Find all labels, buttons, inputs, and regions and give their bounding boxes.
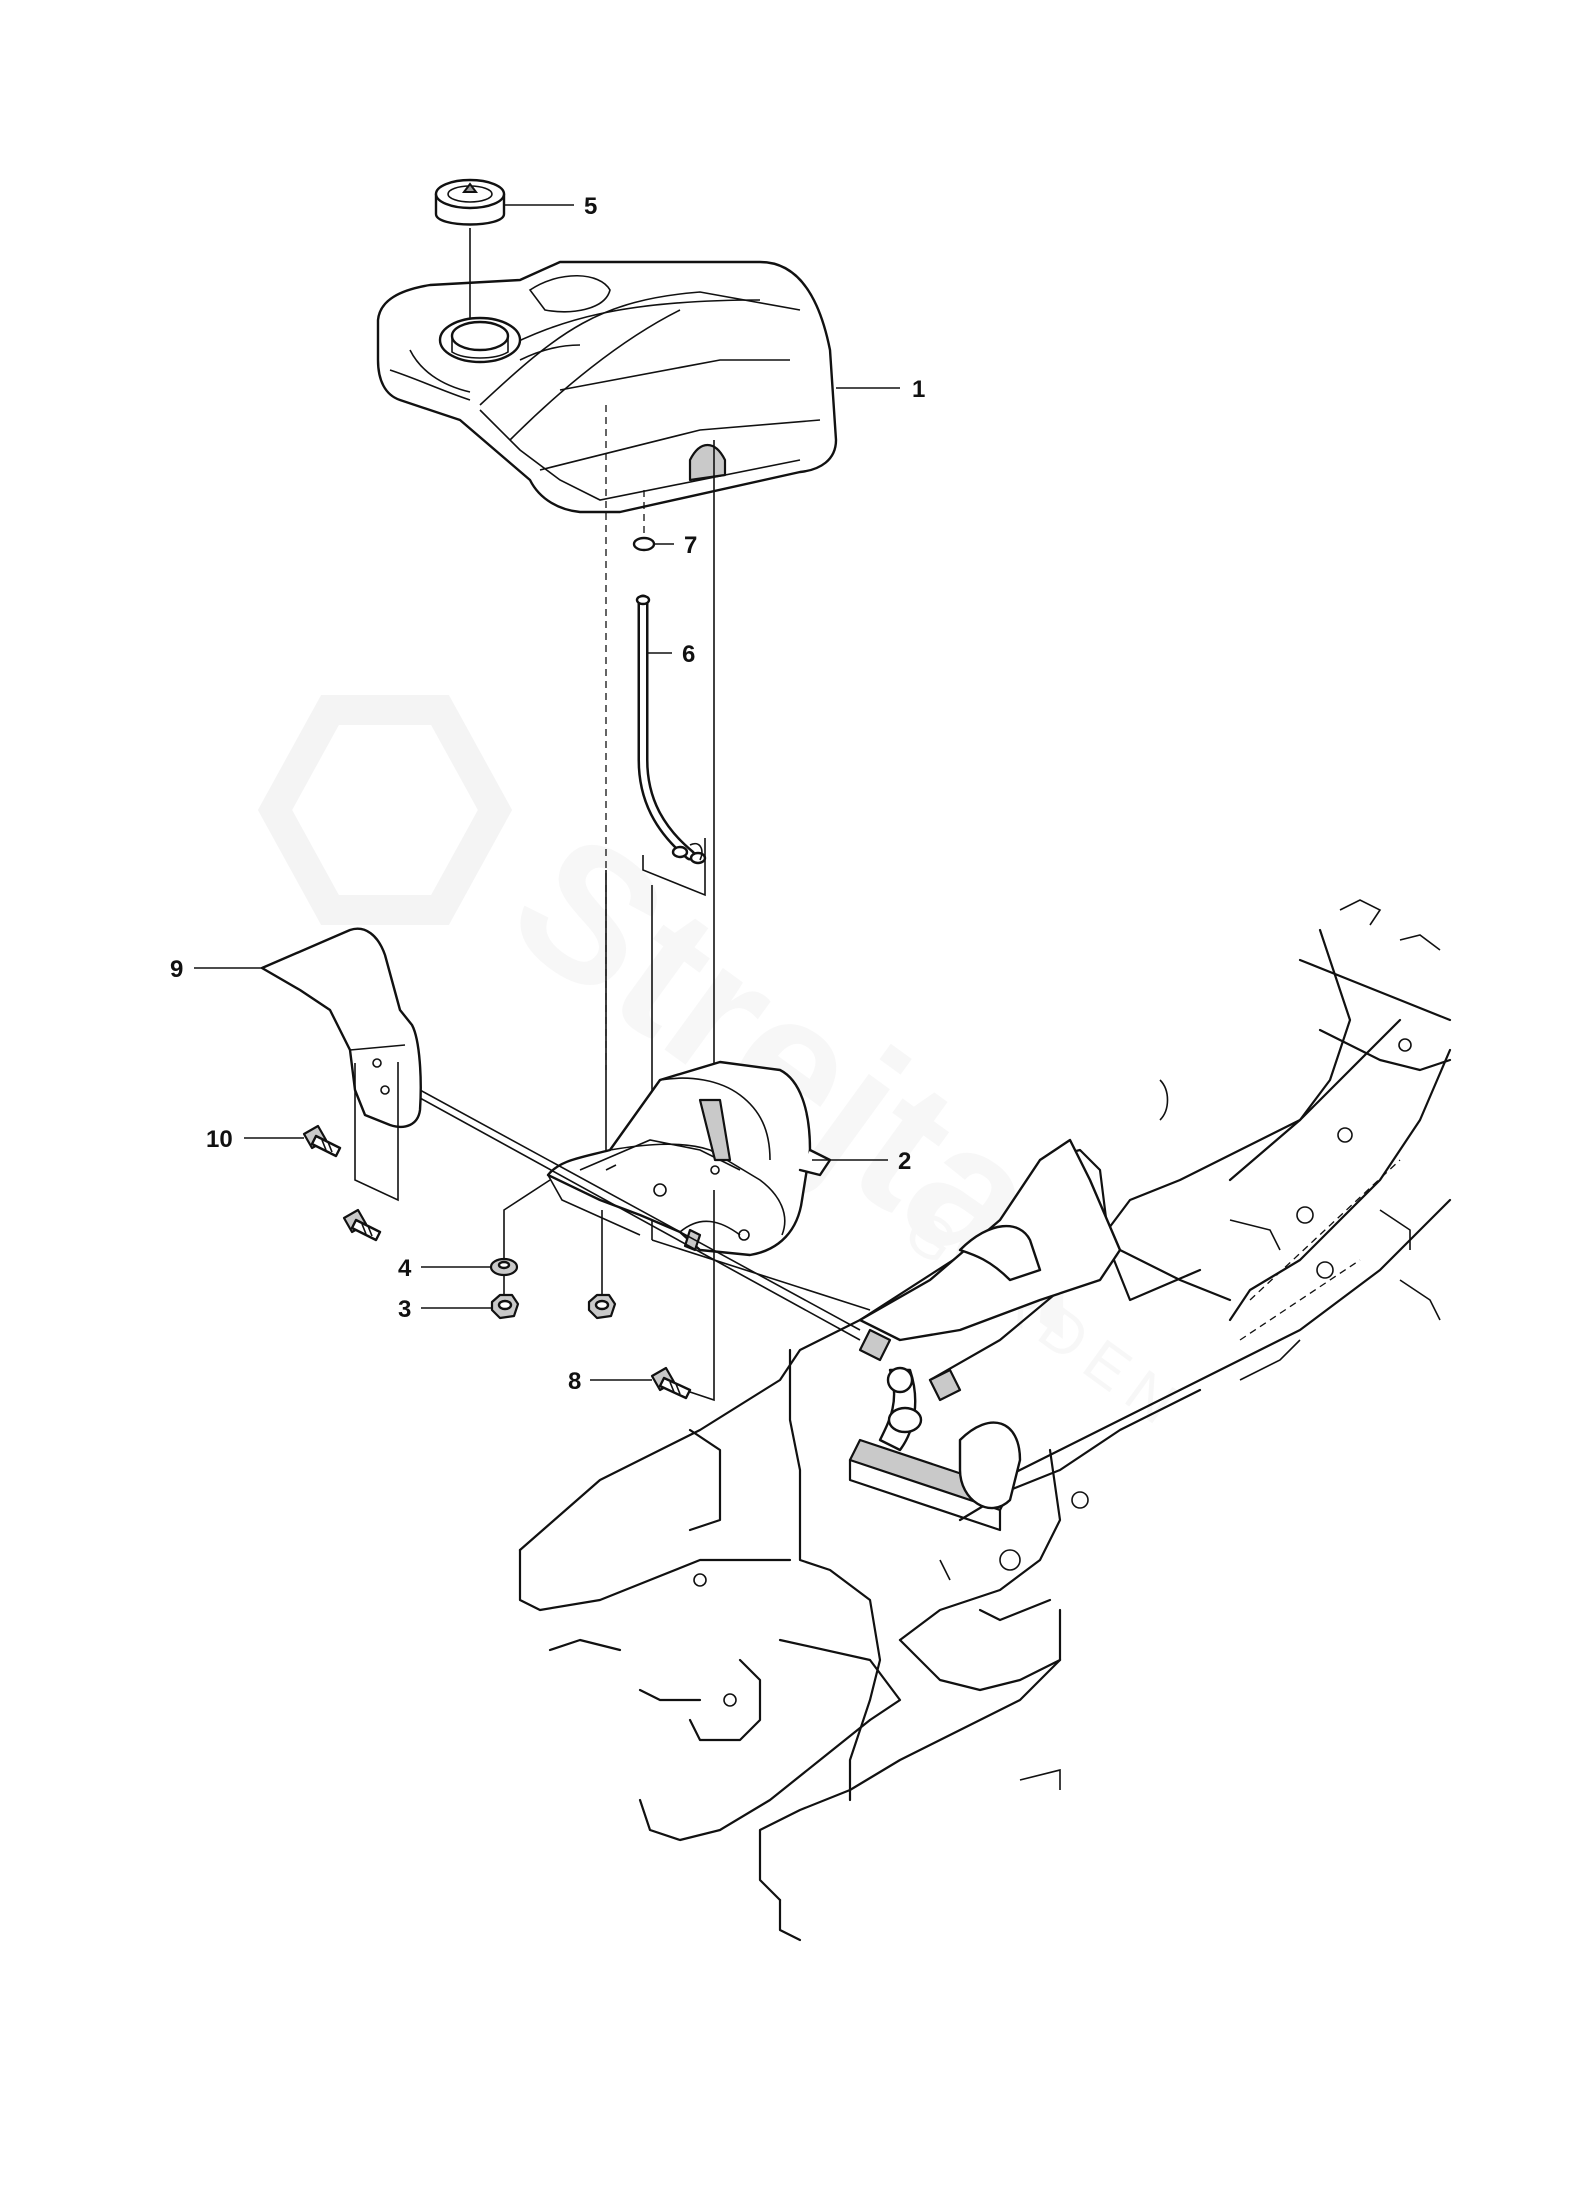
nut-3 [490,1275,520,1320]
callout-7: 7 [654,532,697,559]
callout-7-label: 7 [684,532,697,559]
fuel-cap [434,178,506,226]
callout-1: 1 [836,376,925,403]
callout-8: 8 [568,1368,652,1395]
tank-tray [546,1060,832,1257]
chassis-frame [518,899,1452,1942]
hose-clamp [632,490,656,552]
callout-10-label: 10 [206,1126,233,1153]
bolt-10a [302,1124,342,1158]
callout-4-label: 4 [398,1255,412,1282]
fuel-tank [376,260,838,514]
fuel-hose [635,594,707,897]
callout-6-label: 6 [682,641,695,668]
callout-2: 2 [812,1148,911,1175]
callout-10: 10 [206,1126,304,1153]
callout-3: 3 [398,1296,492,1323]
washer [489,1179,551,1277]
shield-plate [260,927,861,1341]
callout-2-label: 2 [898,1148,911,1175]
bolt-10b [342,1208,382,1242]
callout-1-label: 1 [912,376,925,403]
side-bracket [858,1138,1122,1452]
bolt-8 [650,1190,715,1402]
callout-4: 4 [398,1255,491,1282]
callout-6: 6 [648,641,695,668]
nut-center [587,1210,617,1320]
callout-8-label: 8 [568,1368,581,1395]
callout-9-label: 9 [170,956,183,983]
leaf-hexagon-logo-icon [257,695,513,925]
callout-3-label: 3 [398,1296,411,1323]
callout-5-label: 5 [584,193,597,220]
callout-5: 5 [469,193,597,318]
callout-9: 9 [170,956,262,983]
